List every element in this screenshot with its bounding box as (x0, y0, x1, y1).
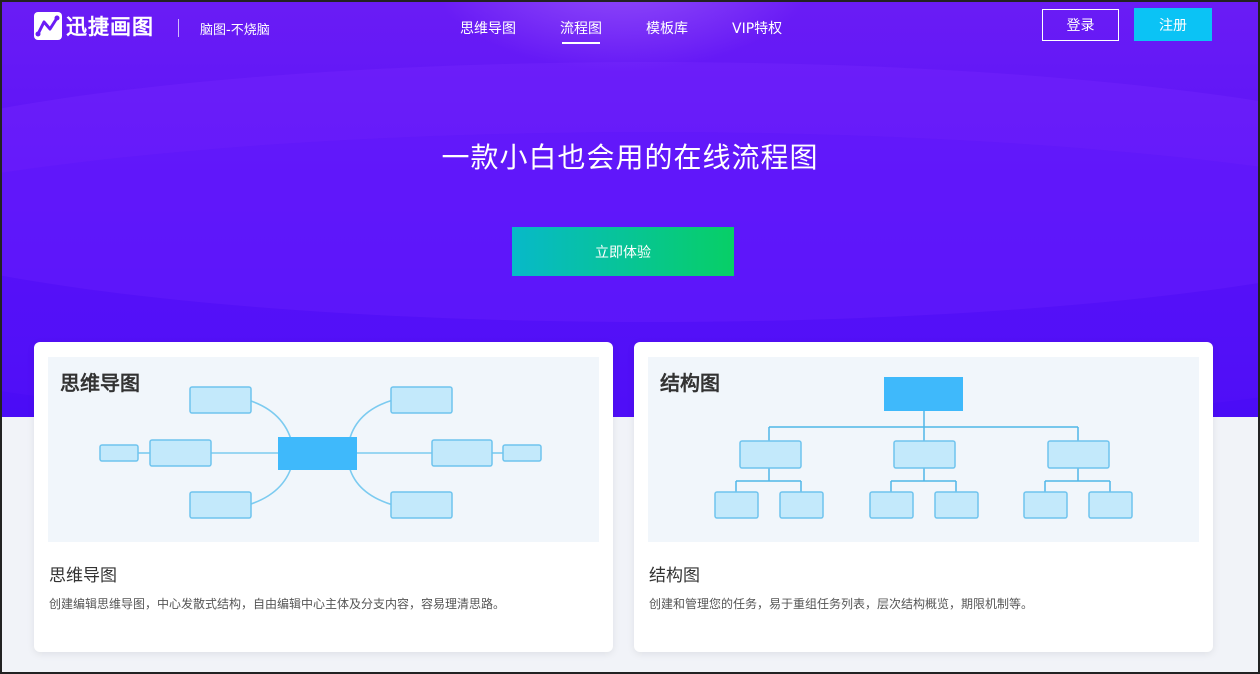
nav-item-vip[interactable]: VIP特权 (732, 21, 783, 37)
structure-diagram (714, 377, 1133, 519)
structure-preview-title: 结构图 (660, 371, 720, 395)
nav-item-templates[interactable]: 模板库 (646, 21, 688, 37)
structure-preview: 结构图 (648, 357, 1199, 542)
mindmap-card-title: 思维导图 (49, 566, 117, 586)
try-now-button[interactable]: 立即体验 (512, 227, 734, 276)
register-button[interactable]: 注册 (1134, 8, 1212, 41)
hero-title: 一款小白也会用的在线流程图 (441, 141, 819, 174)
logo-text: 迅捷画图 (66, 15, 154, 39)
mindmap-card-desc: 创建编辑思维导图，中心发散式结构，自由编辑中心主体及分支内容，容易理清思路。 (49, 597, 506, 611)
top-navigation-bar: 迅捷画图 脑图-不烧脑 思维导图 流程图 模板库 VIP特权 登录 注册 (2, 2, 1258, 52)
mindmap-preview: 思维导图 (48, 357, 599, 542)
nav-item-flowchart[interactable]: 流程图 (560, 18, 602, 44)
mindmap-diagram (99, 386, 542, 519)
mindmap-card[interactable]: 思维导图 思 (34, 342, 613, 652)
logo-divider (178, 19, 179, 37)
structure-card[interactable]: 结构图 (634, 342, 1213, 652)
slogan: 脑图-不烧脑 (200, 23, 270, 38)
login-button[interactable]: 登录 (1042, 9, 1119, 41)
structure-card-desc: 创建和管理您的任务，易于重组任务列表，层次结构概览，期限机制等。 (649, 597, 1034, 611)
hero-banner: 迅捷画图 脑图-不烧脑 思维导图 流程图 模板库 VIP特权 登录 注册 一款小… (2, 2, 1258, 417)
logo[interactable]: 迅捷画图 (34, 11, 154, 41)
hero-wave-decoration (2, 62, 1258, 322)
main-nav: 思维导图 流程图 模板库 VIP特权 (460, 18, 826, 44)
mindmap-preview-title: 思维导图 (60, 371, 140, 395)
structure-card-title: 结构图 (649, 566, 700, 586)
nav-item-mindmap[interactable]: 思维导图 (460, 21, 516, 37)
logo-chart-icon (34, 12, 62, 40)
